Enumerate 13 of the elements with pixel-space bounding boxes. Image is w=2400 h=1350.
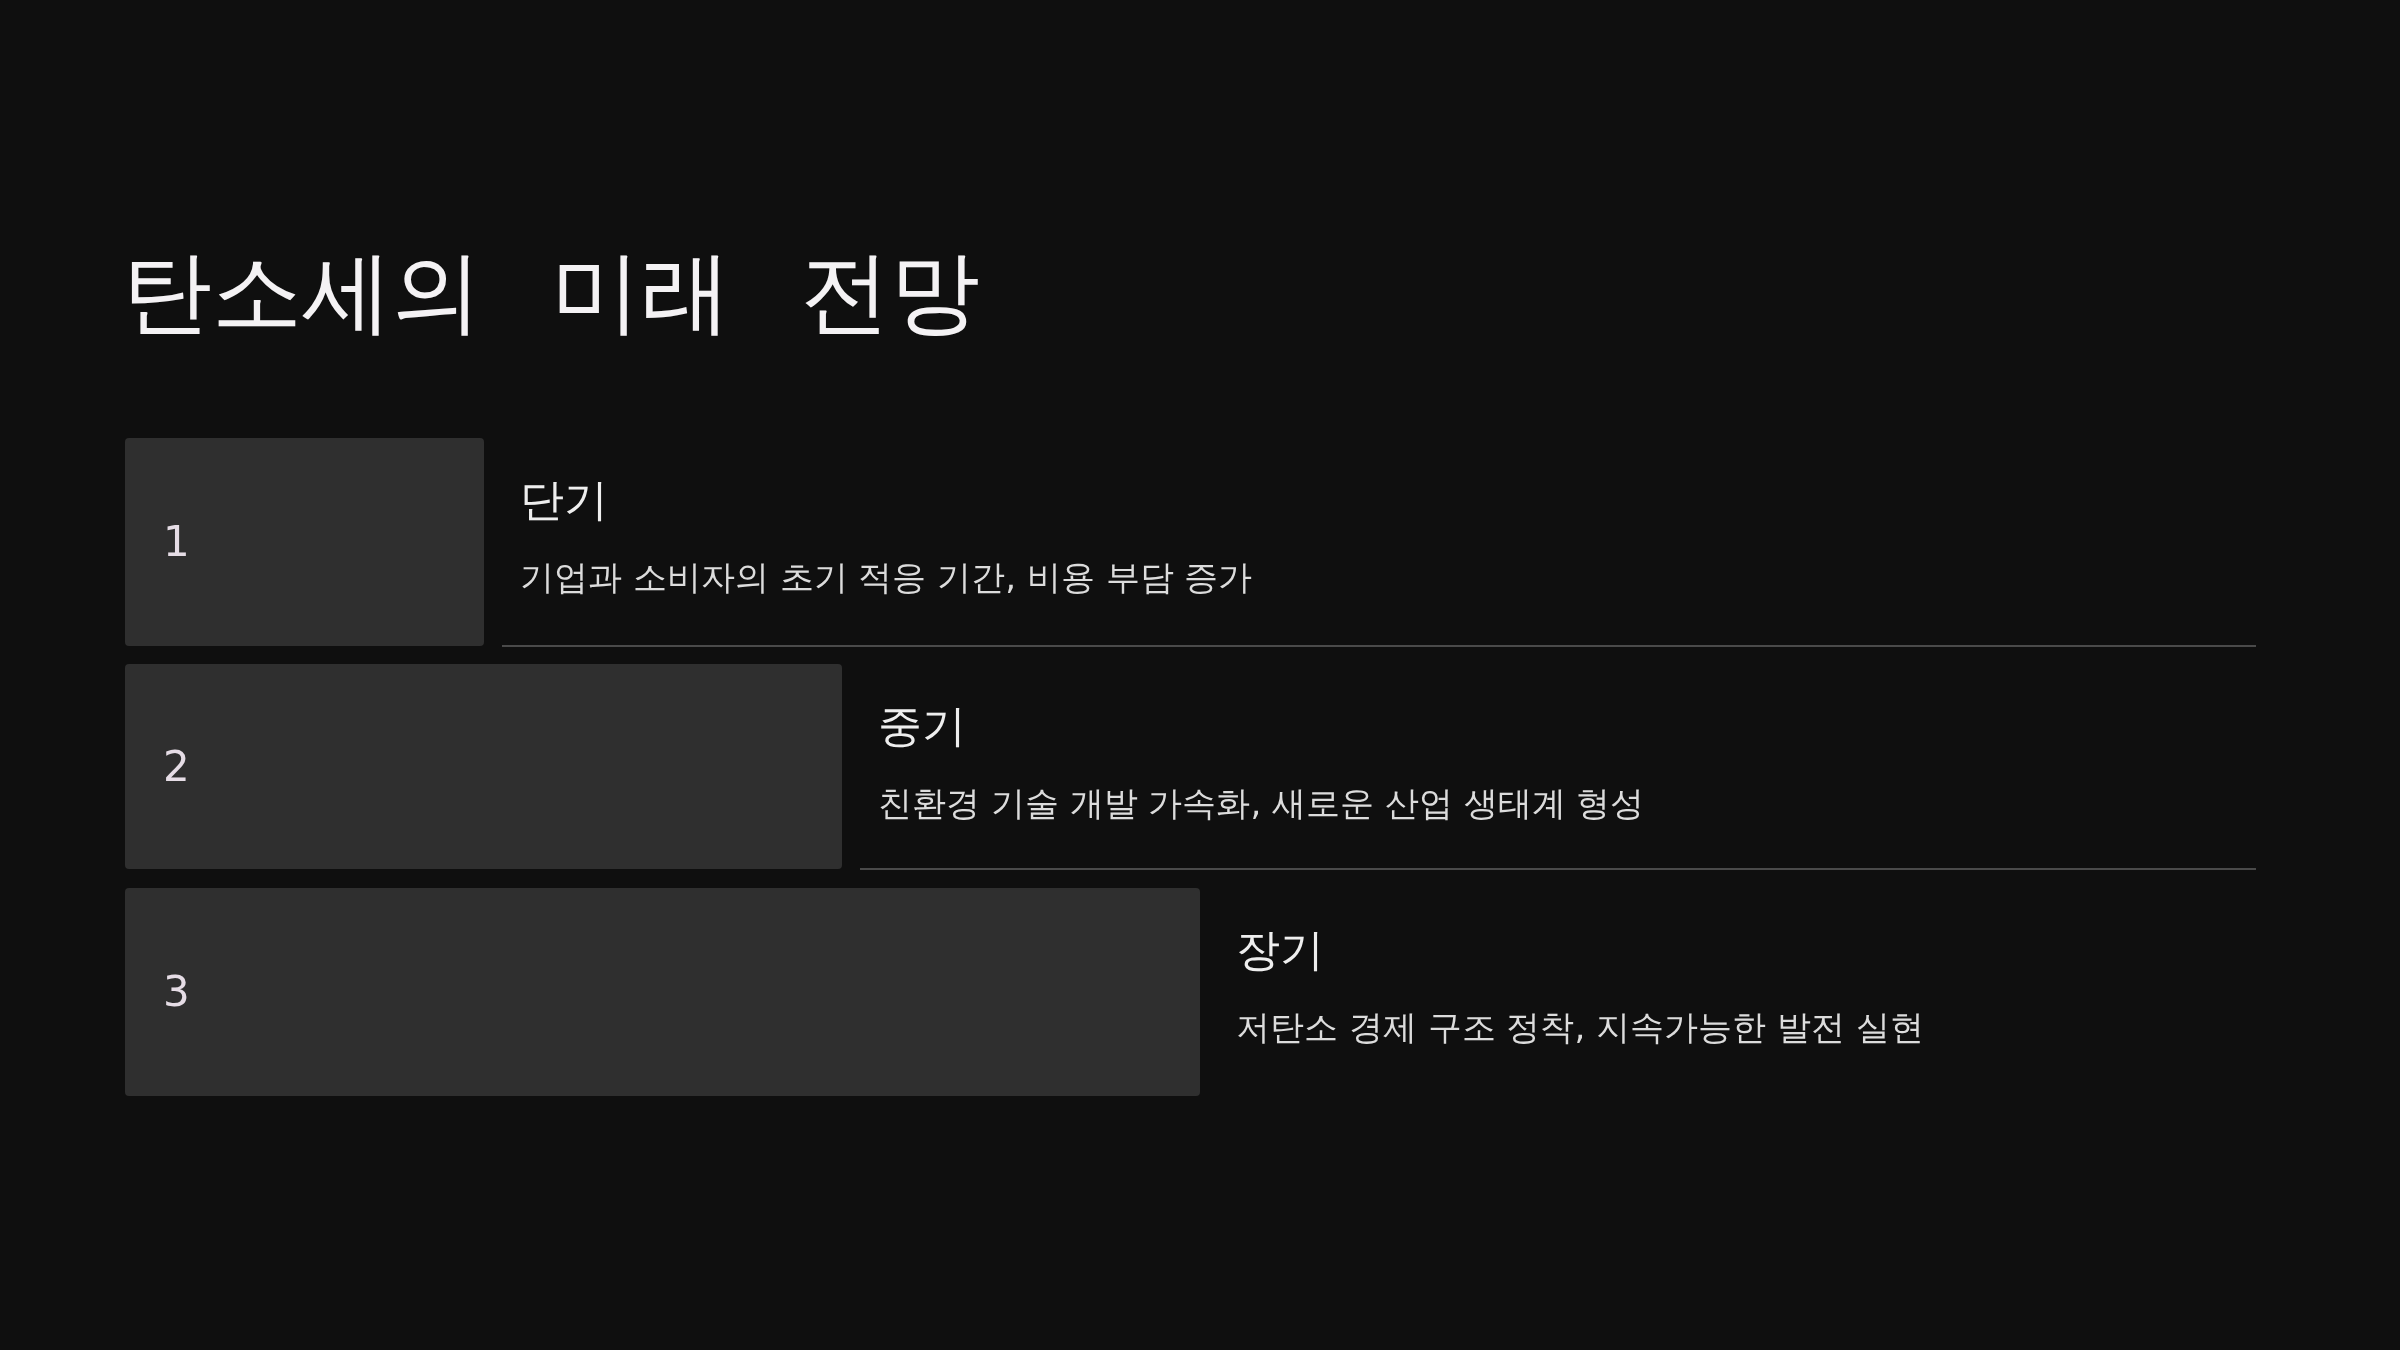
step-heading: 단기 xyxy=(520,474,608,527)
step-heading: 중기 xyxy=(878,700,966,753)
step-bar xyxy=(125,438,484,646)
step-number: 1 xyxy=(163,521,190,563)
step-description: 친환경 기술 개발 가속화, 새로운 산업 생태계 형성 xyxy=(878,783,1645,824)
step-bar xyxy=(125,664,842,869)
step-description: 저탄소 경제 구조 정착, 지속가능한 발전 실현 xyxy=(1236,1007,1924,1048)
step-description: 기업과 소비자의 초기 적응 기간, 비용 부담 증가 xyxy=(520,557,1253,598)
step-number: 3 xyxy=(163,971,190,1013)
step-heading: 장기 xyxy=(1236,924,1324,977)
step-bar xyxy=(125,888,1200,1096)
step-number: 2 xyxy=(163,745,190,788)
slide-title: 탄소세의 미래 전망 xyxy=(122,238,981,346)
